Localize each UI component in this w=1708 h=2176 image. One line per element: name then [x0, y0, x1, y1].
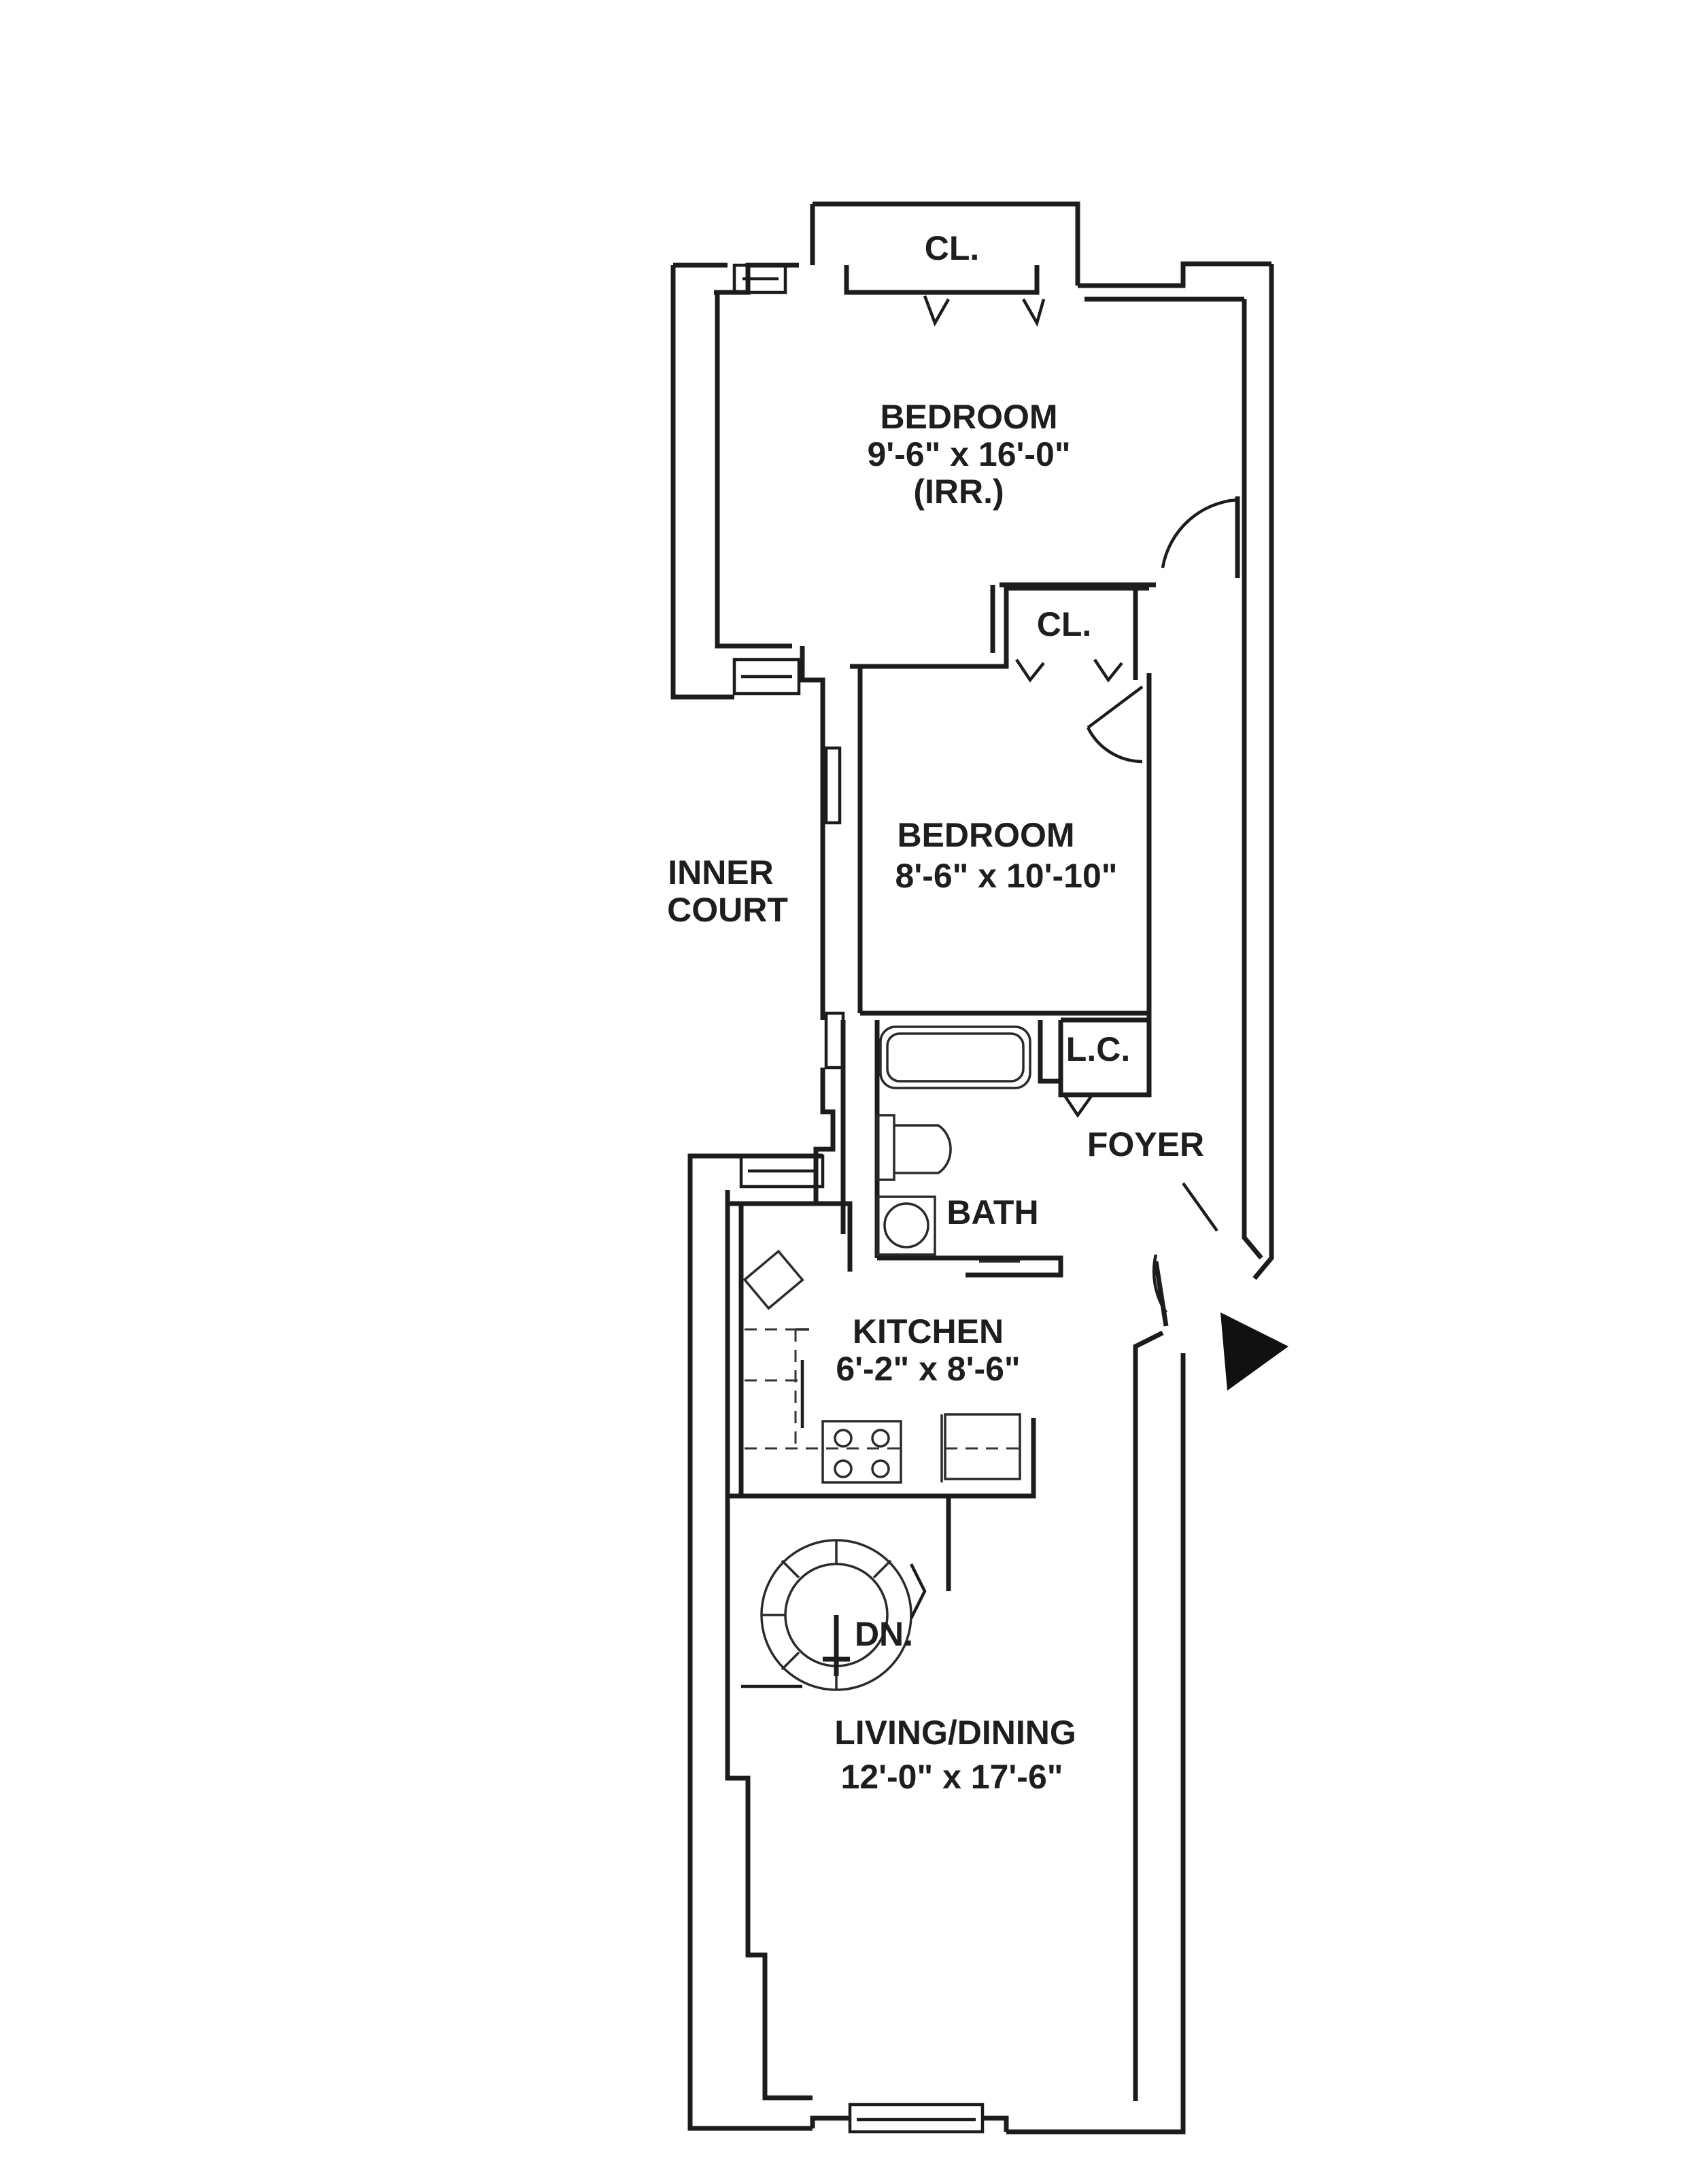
bedroom2-dims: 8'-6" x 10'-10": [895, 857, 1118, 895]
kitchen-name: KITCHEN: [853, 1312, 1004, 1350]
closet-label-mid: CL.: [1037, 605, 1092, 643]
exterior-walls: [670, 201, 1274, 2135]
bedroom1-dims: 9'-6" x 16'-0": [867, 435, 1070, 473]
doors: [1086, 496, 1240, 1327]
spiral-stair: [741, 1539, 927, 1691]
kitchen-fixtures: [742, 1249, 1021, 1484]
entry-arrow-icon: [1220, 1312, 1288, 1391]
bedroom2-name: BEDROOM: [897, 816, 1074, 854]
foyer-label: FOYER: [1087, 1125, 1204, 1163]
bedroom1-name: BEDROOM: [880, 398, 1057, 436]
bedroom1-note: (IRR.): [913, 473, 1004, 511]
inner-court-label-1: INNER: [668, 853, 774, 891]
inner-court-label-2: COURT: [667, 891, 788, 929]
kitchen-dims: 6'-2" x 8'-6": [836, 1350, 1020, 1388]
living-dims: 12'-0" x 17'-6": [841, 1758, 1063, 1796]
closet-door-marks: [923, 295, 1123, 1118]
bath-fixtures: [876, 1025, 1031, 1263]
bath-label: BATH: [946, 1193, 1038, 1231]
linen-closet-label: L.C.: [1066, 1030, 1130, 1068]
room-labels: CL. BEDROOM 9'-6" x 16'-0" (IRR.) CL. BE…: [667, 229, 1204, 1796]
closet-label-top: CL.: [925, 229, 980, 267]
living-name: LIVING/DINING: [834, 1714, 1076, 1752]
stair-down-label: DN.: [855, 1615, 913, 1653]
